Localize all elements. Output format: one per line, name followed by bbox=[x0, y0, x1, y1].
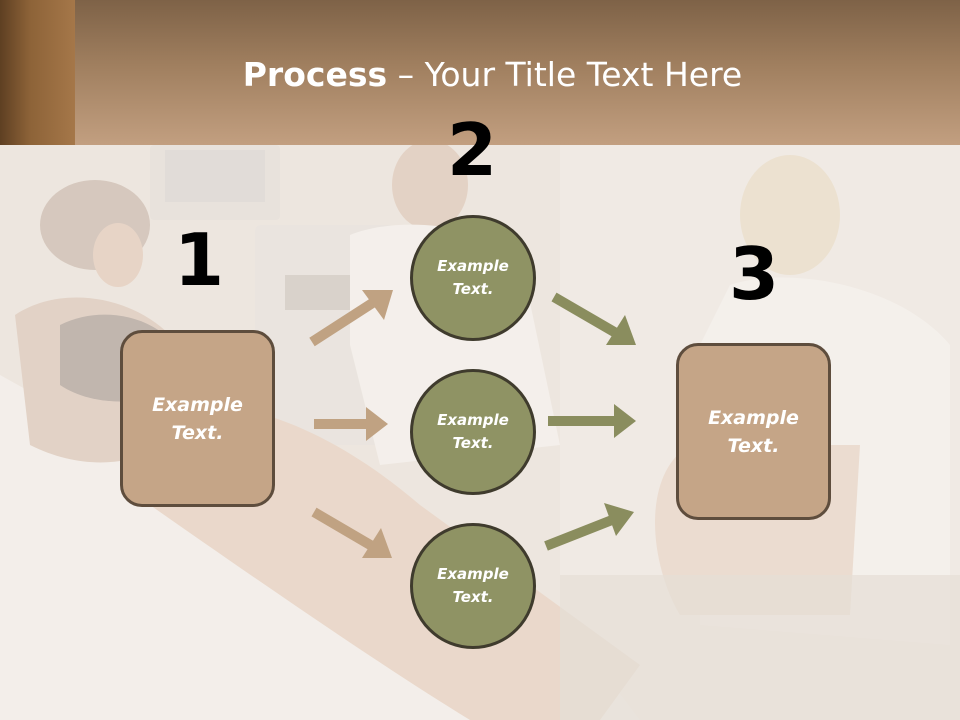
circle-1-text: Example Text. bbox=[437, 257, 509, 298]
slide-title: Process – Your Title Text Here bbox=[0, 54, 960, 96]
title-rest: – Your Title Text Here bbox=[387, 55, 743, 94]
step-box-1: Example Text. bbox=[120, 330, 275, 507]
arrow-circle2-to-box3 bbox=[548, 404, 636, 438]
step-number-1: 1 bbox=[173, 218, 225, 302]
arrow-circle1-to-box3 bbox=[551, 292, 636, 345]
header-bar bbox=[0, 0, 960, 145]
circle-2: Example Text. bbox=[410, 369, 536, 495]
step-box-1-text: Example Text. bbox=[152, 393, 243, 444]
arrow-circle3-to-box3 bbox=[544, 503, 634, 551]
arrow-box1-to-circle3 bbox=[311, 507, 392, 558]
circle-3: Example Text. bbox=[410, 523, 536, 649]
header-accent-block bbox=[0, 0, 75, 145]
step-box-3: Example Text. bbox=[676, 343, 831, 520]
step-number-3: 3 bbox=[728, 232, 780, 316]
title-bold: Process bbox=[242, 55, 388, 94]
circle-3-text: Example Text. bbox=[437, 565, 509, 606]
arrow-box1-to-circle2 bbox=[314, 407, 388, 441]
step-number-2: 2 bbox=[446, 108, 498, 192]
step-box-3-text: Example Text. bbox=[708, 406, 799, 457]
circle-2-text: Example Text. bbox=[437, 411, 509, 452]
arrow-box1-to-circle1 bbox=[309, 290, 393, 347]
circle-1: Example Text. bbox=[410, 215, 536, 341]
